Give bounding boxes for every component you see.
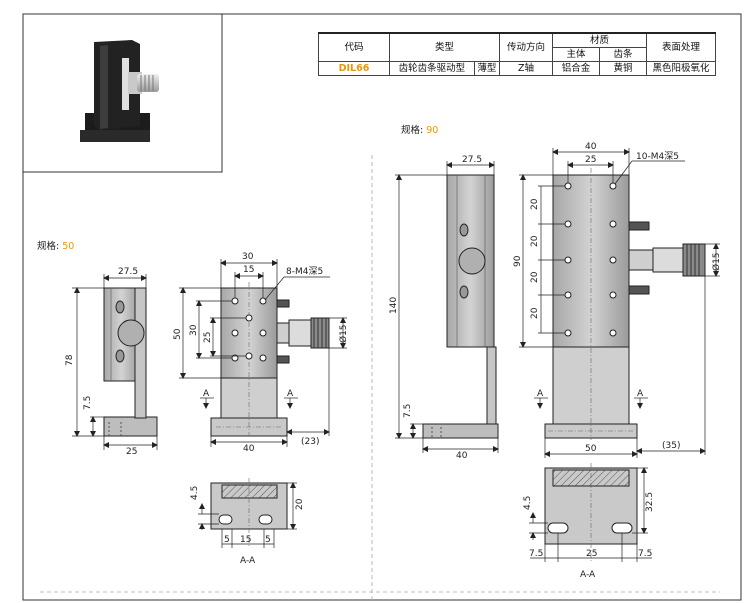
- size90-dim-20d: 20: [530, 307, 540, 319]
- size90-dim-40: 40: [585, 142, 597, 152]
- spec-label-value: 90: [426, 125, 439, 136]
- size50-section-label: A-A: [240, 556, 256, 566]
- size50-dim-15: 15: [243, 265, 254, 275]
- size50-dim-dia15: Ø15: [338, 324, 349, 343]
- cell-type-sub: 薄型: [473, 61, 501, 76]
- size50-dim-4-5: 4.5: [190, 486, 200, 500]
- size50-dim-15b: 15: [240, 535, 251, 545]
- size90-side-view: [422, 174, 499, 439]
- size90-dim-20a: 20: [530, 198, 540, 210]
- header-code: 代码: [318, 32, 390, 62]
- size50-dim-30-vert: 30: [189, 324, 199, 336]
- cell-code: DIL66: [318, 61, 390, 76]
- size50-dim-30: 30: [242, 252, 254, 262]
- size90-front-dims: [519, 148, 720, 458]
- size50-section-a-left: A: [203, 389, 210, 399]
- size50-dim-5b: 5: [265, 535, 271, 545]
- size90-section-dims: [529, 467, 652, 562]
- size90-dim-dia15: Ø15: [711, 252, 722, 271]
- spec-label-value: 50: [62, 241, 75, 252]
- size90-dim-32-5: 32.5: [645, 492, 655, 512]
- size50-side-view: [103, 287, 158, 437]
- size90-holes-callout: 10-M4深5: [636, 151, 679, 162]
- cell-type-main: 齿轮齿条驱动型: [389, 61, 475, 76]
- spec-label-50: 规格: 50: [37, 238, 74, 252]
- size50-section-a-right: A: [287, 389, 294, 399]
- size90-dim-7-5b: 7.5: [638, 549, 652, 559]
- size90-dim-7-5: 7.5: [403, 404, 413, 418]
- header-drive: 传动方向: [499, 32, 553, 62]
- size50-dim-20: 20: [295, 498, 305, 510]
- cell-body: 铝合金: [552, 61, 600, 76]
- size50-section-dims: [198, 482, 297, 548]
- size90-dim-50: 50: [585, 444, 597, 454]
- size90-dim-20b: 20: [530, 235, 540, 247]
- size50-dim-78: 78: [65, 354, 75, 366]
- size90-dim-25: 25: [585, 155, 596, 165]
- size90-dim-7-5a: 7.5: [529, 549, 543, 559]
- size90-dim-35: (35): [662, 441, 680, 451]
- size50-front-view: [210, 282, 330, 437]
- size50-dim-27-5: 27.5: [118, 267, 138, 277]
- size50-dim-23: (23): [301, 437, 319, 447]
- header-surface: 表面处理: [646, 32, 716, 62]
- cell-drive: Z轴: [499, 61, 553, 76]
- size50-dim-40: 40: [243, 444, 255, 454]
- cell-rack: 黄铜: [599, 61, 647, 76]
- size50-holes-callout: 8-M4深5: [286, 266, 323, 277]
- spec-label-90: 规格: 90: [401, 122, 438, 136]
- spec-table: 代码 类型 传动方向 材质 表面处理 主体 齿条 DIL66 齿轮齿条驱动型 薄…: [318, 32, 716, 76]
- size50-section-view: [210, 478, 288, 548]
- header-material: 材质: [552, 32, 647, 48]
- size50-dim-25: 25: [126, 447, 137, 457]
- header-type: 类型: [389, 32, 500, 62]
- size90-side-dims: [395, 161, 499, 453]
- size50-dim-25-vert: 25: [203, 332, 213, 343]
- size90-section-a-right: A: [637, 389, 644, 399]
- header-rack: 齿条: [599, 47, 647, 62]
- size90-dim-40b: 40: [456, 451, 468, 461]
- size90-section-a-left: A: [537, 389, 544, 399]
- page-frame: [22, 13, 742, 601]
- cell-surface: 黑色阳极氧化: [646, 61, 716, 76]
- product-photo: [80, 40, 159, 142]
- size90-dim-140: 140: [389, 297, 399, 314]
- size90-dim-20c: 20: [530, 271, 540, 283]
- table-row: DIL66 齿轮齿条驱动型 薄型 Z轴 铝合金 黄铜 黑色阳极氧化: [318, 61, 716, 76]
- size90-dim-4-5: 4.5: [523, 496, 533, 510]
- size50-front-dims: [179, 259, 347, 447]
- spec-label-prefix: 规格:: [37, 241, 60, 252]
- size90-front-view: [544, 168, 706, 440]
- size50-dim-5a: 5: [224, 535, 230, 545]
- size50-dim-50: 50: [173, 328, 183, 340]
- header-body: 主体: [552, 47, 600, 62]
- size90-section-label: A-A: [580, 570, 596, 580]
- size90-dim-25b: 25: [586, 549, 597, 559]
- size50-side-dims: [72, 274, 158, 450]
- size50-dim-7-5: 7.5: [83, 396, 93, 410]
- size90-dim-27-5: 27.5: [462, 155, 482, 165]
- size90-dim-90: 90: [513, 255, 523, 267]
- size90-section-view: [544, 463, 638, 562]
- spec-label-prefix: 规格:: [401, 125, 424, 136]
